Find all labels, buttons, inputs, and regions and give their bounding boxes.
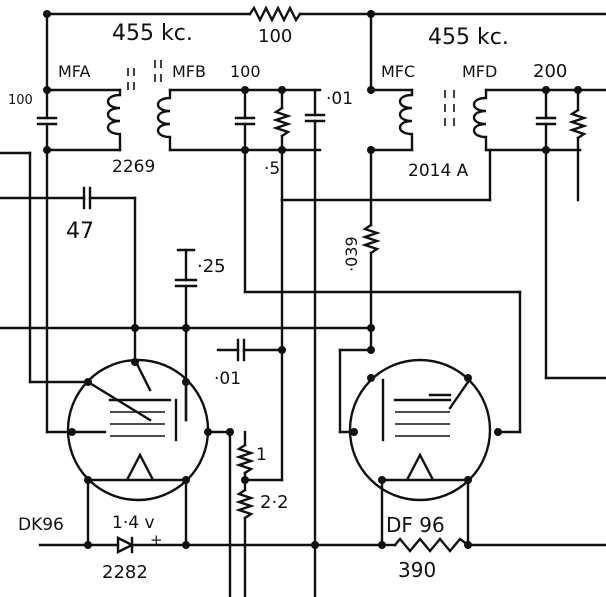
label-cap-01-mid: ·01 — [214, 369, 241, 389]
label-mfb-cap: 100 — [230, 62, 261, 81]
label-mfb: MFB — [172, 62, 206, 81]
label-mfd-cap: 200 — [533, 61, 567, 82]
label-transformer-2: 2014 A — [408, 161, 469, 181]
label-if-freq-1: 455 kc. — [112, 21, 193, 46]
label-left-cap: 100 — [8, 93, 33, 108]
label-cap-25: ·25 — [197, 256, 226, 277]
labels: 455 kc. 100 455 kc. MFA MFB 100 MFC MFD … — [8, 21, 567, 583]
middle-wiring — [216, 148, 522, 482]
label-res-039: ·039 — [342, 236, 361, 272]
label-mfc: MFC — [381, 62, 415, 81]
label-res-390: 390 — [398, 558, 436, 582]
bottom-wiring — [38, 430, 606, 597]
label-cap-47: 47 — [66, 219, 94, 244]
label-tube-2: DF 96 — [386, 513, 445, 537]
tube-df96 — [348, 358, 492, 502]
junction-dots — [43, 10, 582, 549]
label-voltage: 1·4 v — [112, 513, 155, 533]
left-wiring — [0, 148, 373, 434]
label-res-5: ·5 — [264, 159, 280, 179]
label-tube-1: DK96 — [18, 515, 64, 535]
label-cap-01-top: ·01 — [326, 89, 353, 109]
label-plus: + — [150, 531, 163, 549]
label-res-22: 2·2 — [260, 492, 289, 513]
top-wiring — [45, 5, 606, 92]
label-transformer-1: 2269 — [112, 157, 155, 177]
label-top-resistor: 100 — [258, 26, 292, 47]
label-mfd: MFD — [462, 62, 497, 81]
label-diode: 2282 — [102, 562, 148, 583]
label-res-1: 1 — [256, 445, 267, 465]
label-mfa: MFA — [58, 62, 91, 81]
if-transformer-2 — [369, 88, 606, 380]
label-if-freq-2: 455 kc. — [428, 25, 509, 50]
